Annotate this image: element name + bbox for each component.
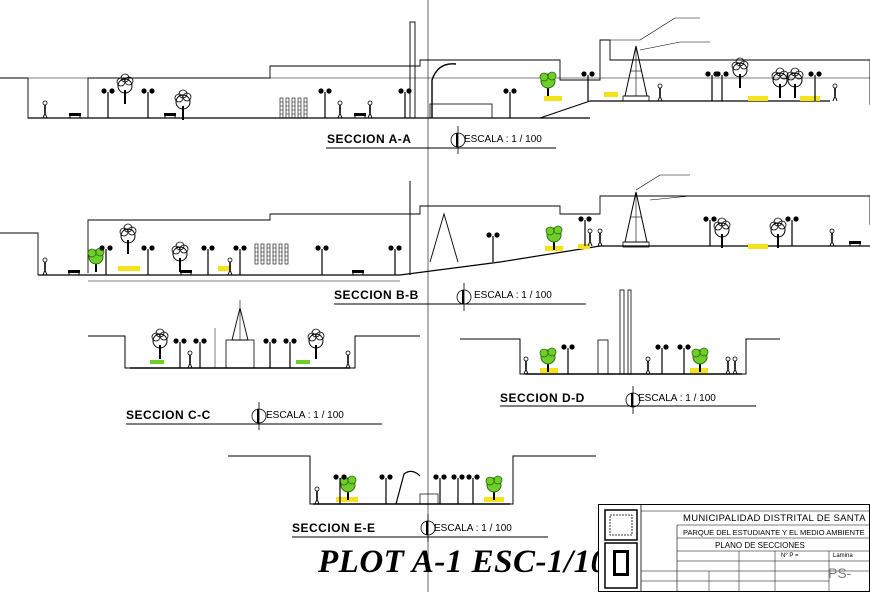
section-a-a-title: SECCION A-A — [327, 132, 412, 146]
section-d-d-title: SECCION D-D — [500, 391, 585, 405]
section-a-a-drawing — [0, 17, 870, 121]
section-e-e-title: SECCION E-E — [292, 521, 376, 535]
title-block: MUNICIPALIDAD DISTRITAL DE SANTA ROSA PA… — [598, 504, 870, 592]
section-b-b-drawing — [0, 174, 870, 282]
section-c-c-scale: ESCALA : 1 / 100 — [266, 410, 344, 421]
client-name: MUNICIPALIDAD DISTRITAL DE SANTA ROSA — [683, 513, 870, 524]
plan-number-label: N° P = — [781, 553, 799, 559]
section-e-e-drawing — [228, 455, 596, 505]
section-d-d-scale: ESCALA : 1 / 100 — [638, 393, 716, 404]
section-a-a-scale: ESCALA : 1 / 100 — [464, 134, 542, 145]
section-c-c-title: SECCION C-C — [126, 408, 211, 422]
sheet-label: Lamina — [833, 553, 853, 559]
corner-mark: PS- — [828, 565, 852, 581]
title-block-grid — [604, 505, 869, 591]
project-name: PARQUE DEL ESTUDIANTE Y EL MEDIO AMBIENT… — [683, 528, 865, 537]
section-b-b-scale: ESCALA : 1 / 100 — [474, 290, 552, 301]
section-c-c-drawing — [88, 300, 420, 369]
section-d-d-drawing — [460, 289, 780, 375]
section-b-b-title: SECCION B-B — [334, 288, 419, 302]
section-e-e-scale: ESCALA : 1 / 100 — [434, 523, 512, 534]
sheet-name: PLANO DE SECCIONES — [715, 541, 805, 550]
plot-title: PLOT A-1 ESC-1/100 — [318, 544, 625, 580]
